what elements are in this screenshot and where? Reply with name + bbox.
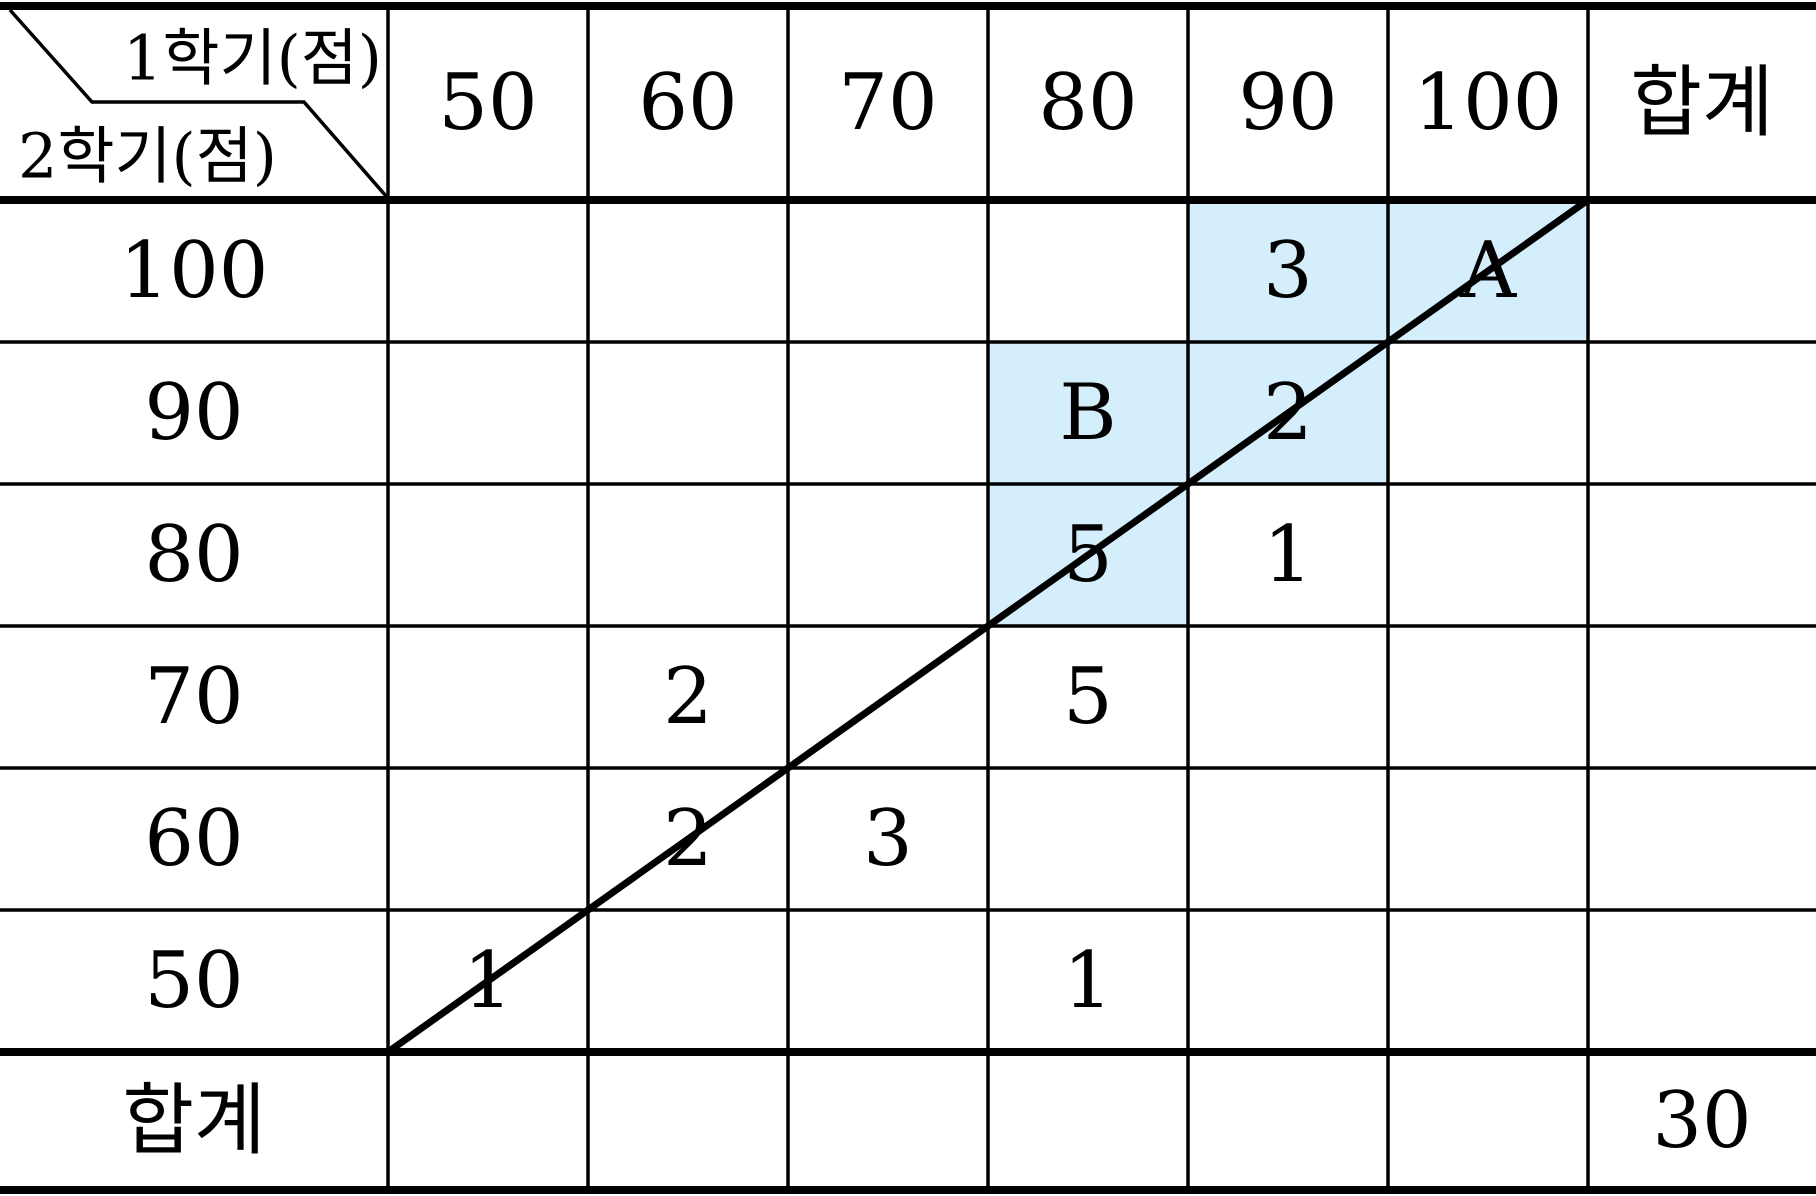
row-header: 90 [144, 368, 243, 458]
table-cell-value: 3 [863, 794, 913, 884]
table-cell-value: B [1059, 368, 1116, 458]
total-row-header: 합계 [122, 1076, 266, 1166]
table-cell-value: 1 [1263, 510, 1313, 600]
column-header: 50 [438, 58, 537, 148]
column-header: 80 [1038, 58, 1137, 148]
row-header: 80 [144, 510, 243, 600]
column-header: 90 [1238, 58, 1337, 148]
table-cell-value: 2 [663, 652, 713, 742]
table-cell-value: 5 [1063, 652, 1113, 742]
shaded-cell [1188, 200, 1388, 342]
shaded-cell [988, 342, 1188, 484]
row-header: 100 [120, 226, 269, 316]
corner-top-label: 1학기(점) [123, 22, 382, 95]
corner-bottom-label: 2학기(점) [18, 120, 277, 193]
corner-divider [8, 8, 388, 198]
grand-total: 30 [1652, 1076, 1751, 1166]
total-column-header: 합계 [1630, 58, 1774, 148]
row-header: 50 [144, 936, 243, 1026]
diagonal-line [384, 196, 1592, 1056]
column-header: 70 [838, 58, 937, 148]
column-header: 60 [638, 58, 737, 148]
row-header: 70 [144, 652, 243, 742]
table-cell-value: 3 [1263, 226, 1313, 316]
table-cell-value: 1 [1063, 936, 1113, 1026]
column-header: 100 [1414, 58, 1563, 148]
row-header: 60 [144, 794, 243, 884]
